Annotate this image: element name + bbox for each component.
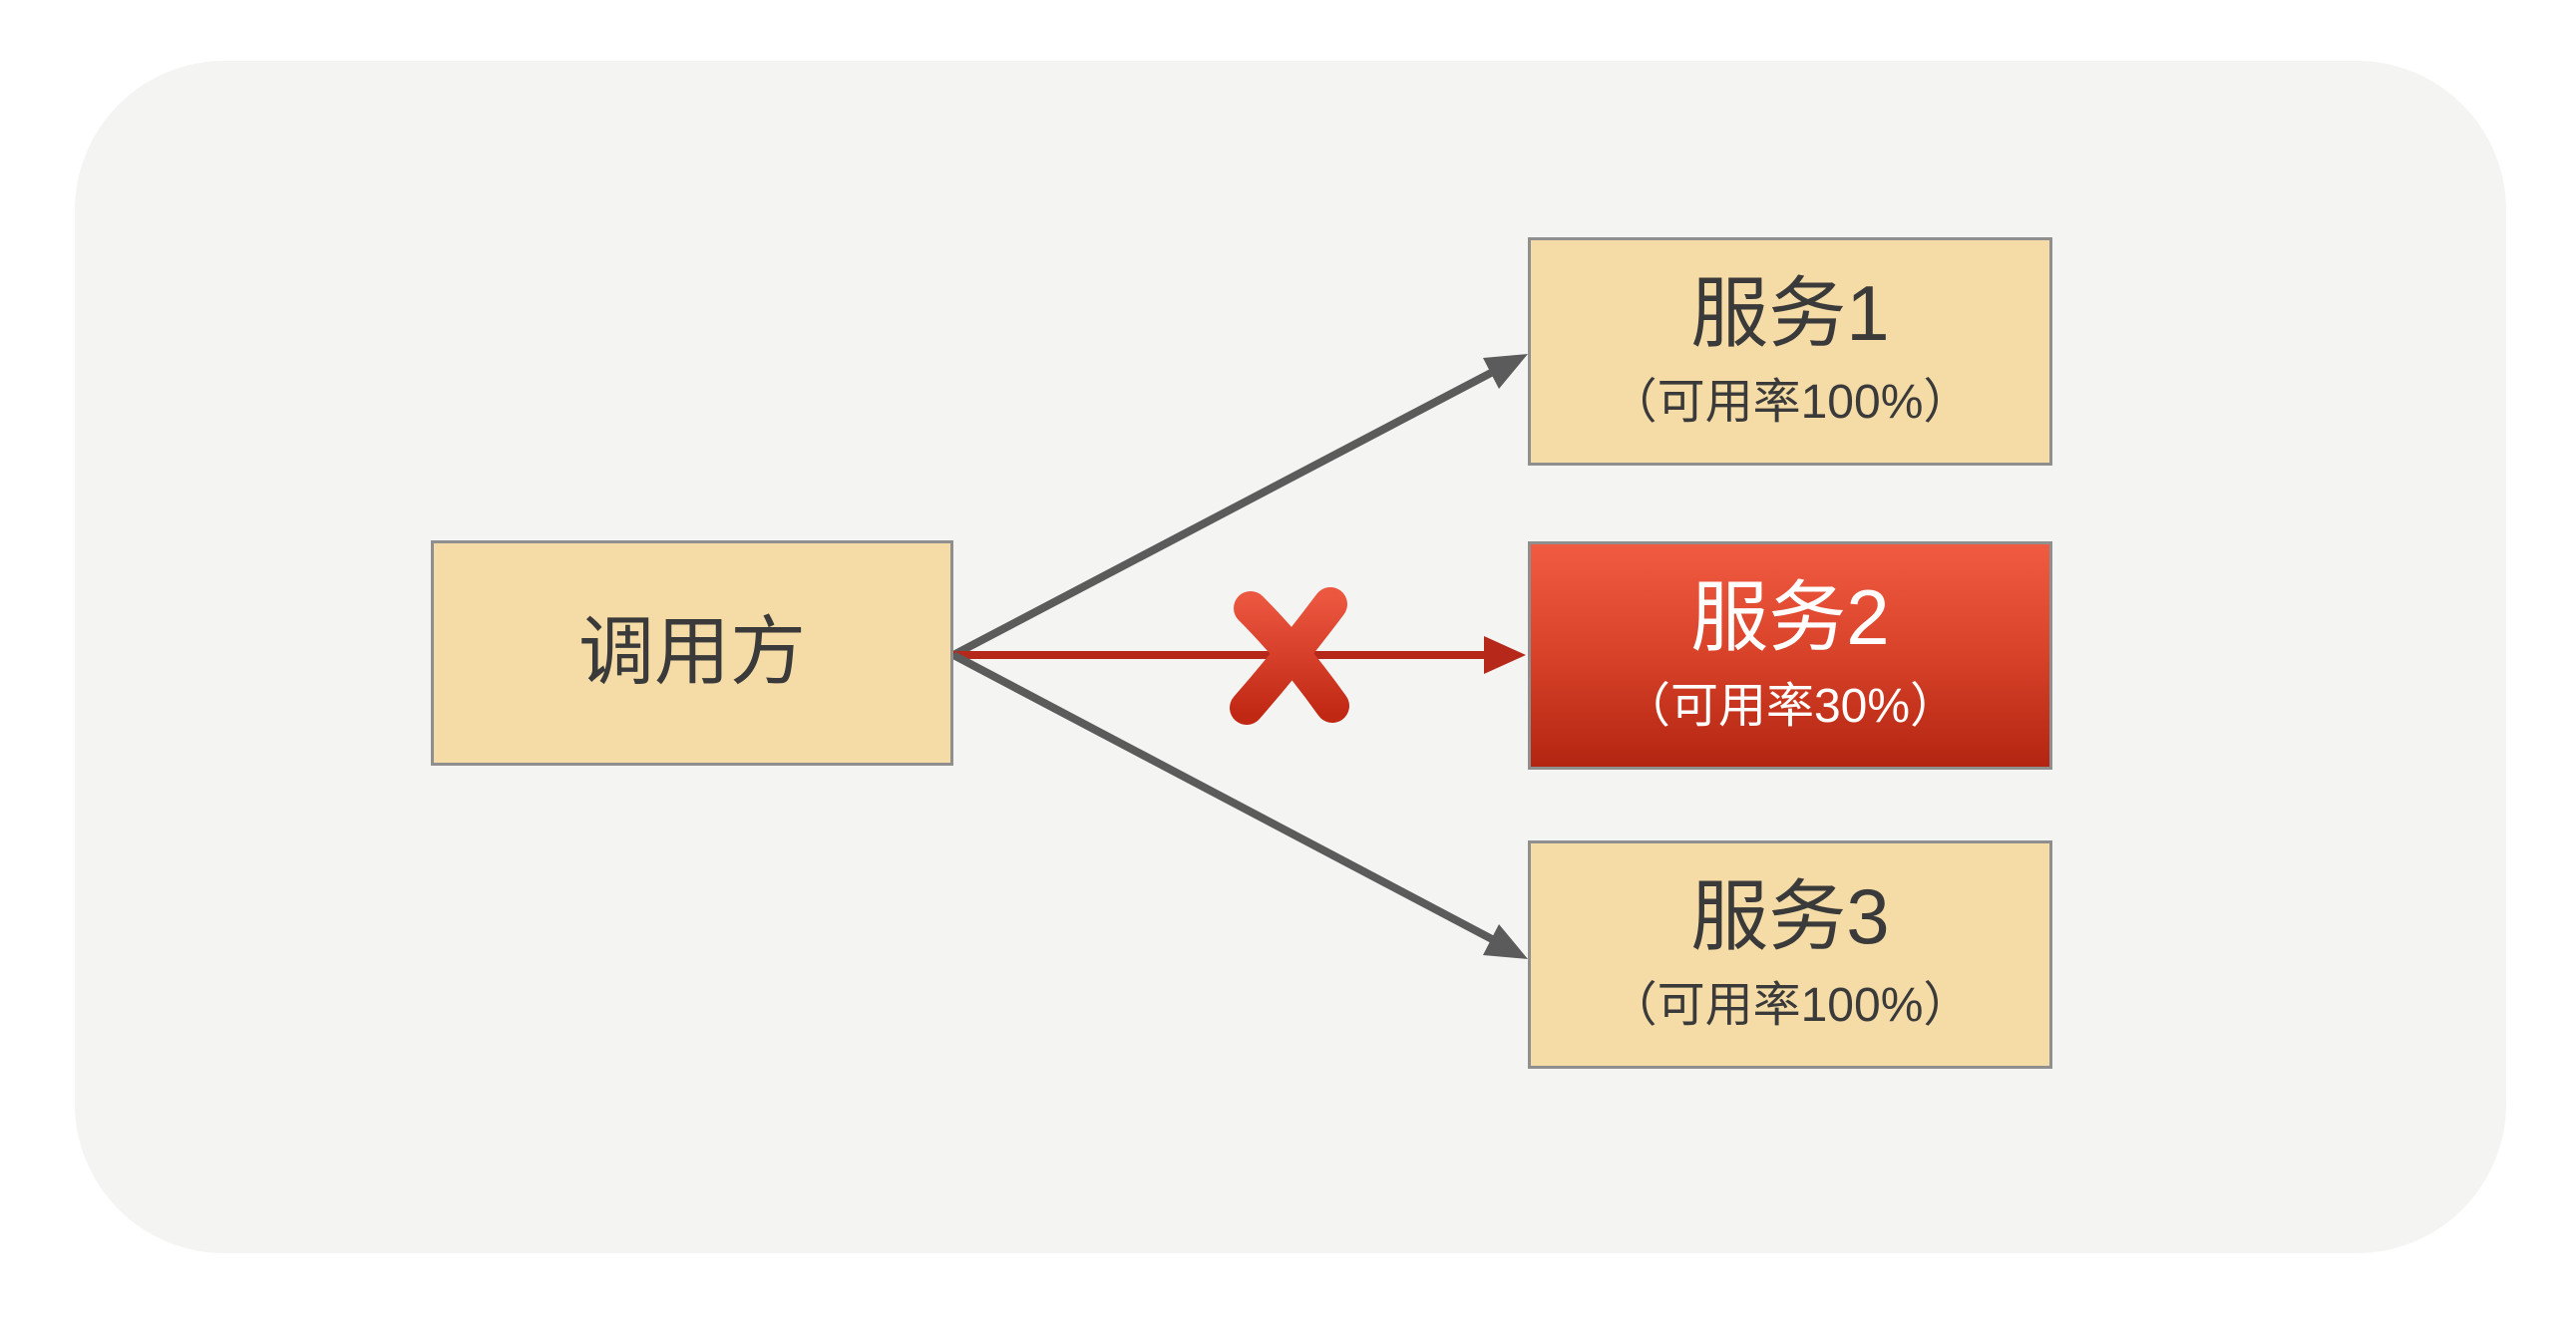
service-2-availability: （可用率30%） xyxy=(1622,680,1959,734)
caller-label: 调用方 xyxy=(578,610,806,695)
arrow-caller-to-service-1 xyxy=(951,354,1528,659)
failure-cross-icon xyxy=(1230,587,1349,725)
service-2-title: 服务2 xyxy=(1690,573,1890,662)
service-node-2: 服务2 （可用率30%） xyxy=(1528,541,2052,770)
caller-node: 调用方 xyxy=(431,540,953,766)
service-node-1: 服务1 （可用率100%） xyxy=(1528,237,2052,466)
arrow-caller-to-service-2-failed xyxy=(953,636,1526,674)
arrow-caller-to-service-3 xyxy=(951,651,1528,959)
service-3-availability: （可用率100%） xyxy=(1609,979,1972,1033)
service-node-3: 服务3 （可用率100%） xyxy=(1528,840,2052,1069)
service-1-title: 服务1 xyxy=(1690,269,1890,358)
service-1-availability: （可用率100%） xyxy=(1609,376,1972,430)
service-3-title: 服务3 xyxy=(1690,872,1890,961)
